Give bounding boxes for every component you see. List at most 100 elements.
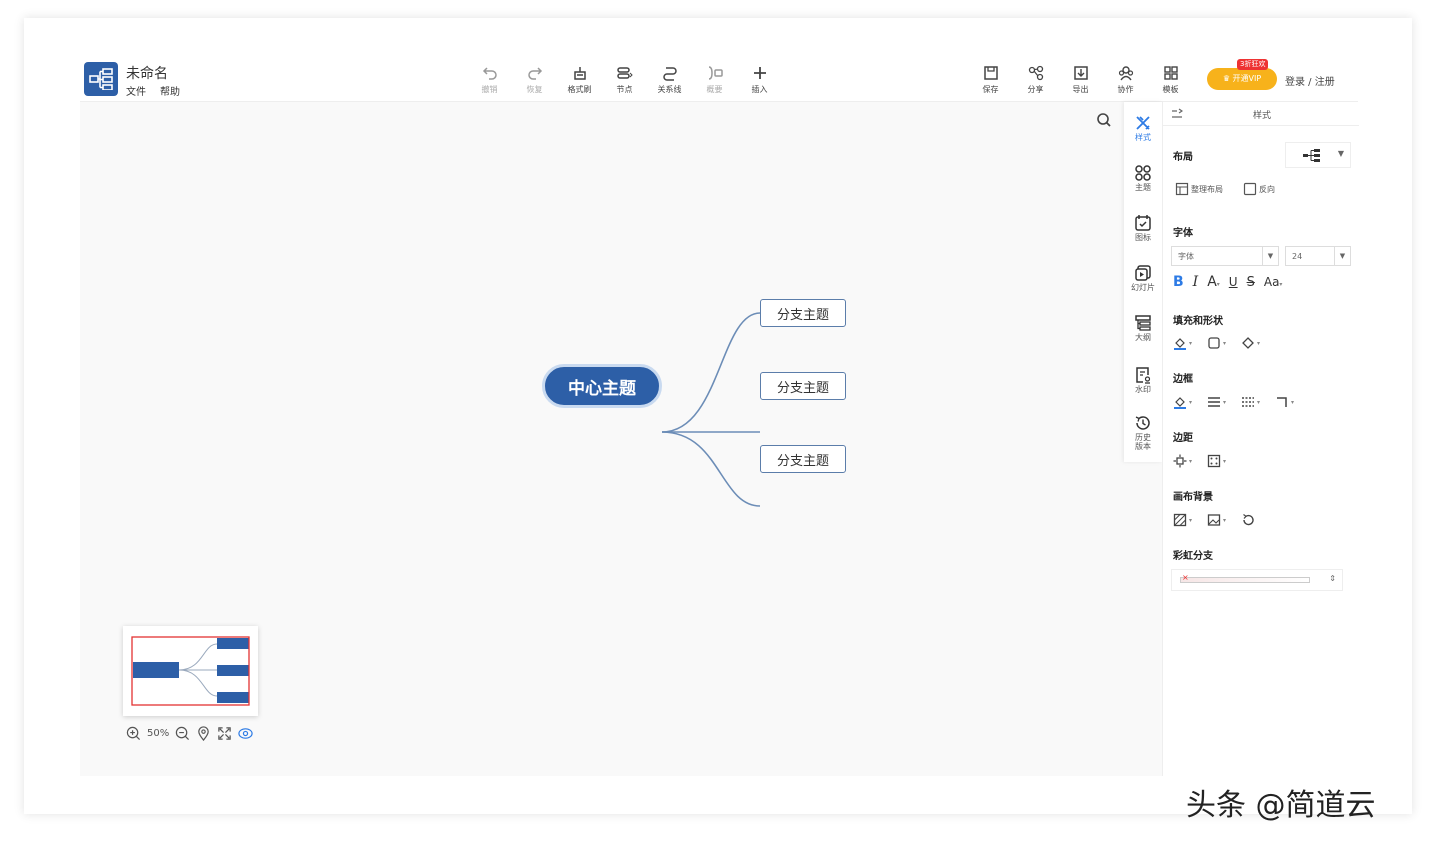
border-dash-button[interactable]: ▾ [1241,395,1260,409]
reverse-checkbox[interactable]: 反向 [1243,182,1275,196]
layout-select[interactable]: ▼ [1285,142,1351,168]
padding-button[interactable]: ▾ [1173,454,1192,468]
text-case-icon[interactable]: Aa▾ [1263,275,1283,289]
tab-theme-label: 主题 [1135,183,1151,192]
node-button[interactable]: 节点 [602,65,647,95]
format-brush-button[interactable]: 格式刷 [557,65,602,95]
tab-history[interactable]: 历史版本 [1124,414,1162,451]
line-weight-icon [1208,397,1220,407]
mindmap-app: 未命名 文件 帮助 撤销 恢复 格式刷 节点 关 [80,56,1359,776]
login-register-link[interactable]: 登录 / 注册 [1285,77,1335,88]
image-icon [1207,514,1221,526]
tab-sticker[interactable]: 图标 [1124,214,1162,242]
app-logo-icon[interactable] [84,62,118,96]
fill-color-button[interactable]: ▾ [1173,336,1192,350]
branch-topic-2[interactable]: 分支主题 [760,372,846,400]
font-color-icon[interactable]: A▾ [1207,274,1220,290]
template-button[interactable]: 模板 [1148,65,1193,95]
margin-button[interactable]: ▾ [1207,454,1226,468]
rainbow-branch-select[interactable]: × ⇕ [1171,569,1343,591]
crown-icon: ♛ [1222,74,1233,83]
rainbow-branch-title: 彩虹分支 [1173,551,1213,562]
font-size-value: 24 [1292,251,1303,261]
tab-sticker-label: 图标 [1135,233,1151,242]
central-topic[interactable]: 中心主题 [542,364,662,408]
canvas-reset-button[interactable] [1241,513,1255,527]
font-size-select[interactable]: 24 ▼ [1285,246,1351,266]
tab-slideshow[interactable]: 幻灯片 [1124,264,1162,292]
vip-button[interactable]: ♛ 开通VIP [1207,68,1277,90]
reverse-label: 反向 [1259,184,1275,194]
tab-theme[interactable]: 主题 [1124,164,1162,192]
organize-layout-button[interactable]: 整理布局 [1175,182,1223,196]
mindmap-canvas[interactable]: 中心主题 分支主题 分支主题 分支主题 50% [80,102,1162,776]
share-button[interactable]: 分享 [1013,65,1058,95]
relation-line-label: 关系线 [657,85,682,94]
rainbow-preview-bar [1180,577,1310,583]
collaborate-label: 协作 [1117,85,1134,94]
history-icon [1135,416,1150,430]
branch-topic-3[interactable]: 分支主题 [760,445,846,473]
collaborate-button[interactable]: 协作 [1103,65,1148,95]
vip-label: 开通VIP [1232,74,1262,83]
redo-button[interactable]: 恢复 [512,65,557,95]
bold-icon[interactable]: B [1173,274,1184,290]
edit-toolbar: 撤销 恢复 格式刷 节点 关系线 概要 [467,65,782,95]
share-icon [1028,65,1043,81]
export-button[interactable]: 导出 [1058,65,1103,95]
strikethrough-icon[interactable]: S [1246,274,1255,290]
main-menu: 文件 帮助 [126,83,180,98]
collapse-panel-icon[interactable] [1171,108,1183,120]
menu-help[interactable]: 帮助 [160,87,180,98]
dash-style-icon [1242,397,1254,407]
underline-icon[interactable]: U [1228,275,1238,289]
diamond-icon [1242,337,1254,349]
shape-button[interactable]: ▾ [1207,336,1226,350]
border-color-button[interactable]: ▾ [1173,395,1192,409]
undo-label: 撤销 [481,85,498,94]
menu-file[interactable]: 文件 [126,87,146,98]
font-style-row: B I A▾ U S Aa▾ [1173,274,1282,290]
locate-icon[interactable] [196,726,211,741]
relation-line-button[interactable]: 关系线 [647,65,692,95]
search-icon[interactable] [1096,112,1112,128]
minimap[interactable] [123,626,258,716]
font-family-select[interactable]: 字体 ▼ [1171,246,1279,266]
eye-icon[interactable] [238,726,253,741]
zoom-in-icon[interactable] [126,726,141,741]
fit-screen-icon[interactable] [217,726,232,741]
canvas-image-button[interactable]: ▾ [1207,513,1226,527]
undo-button[interactable]: 撤销 [467,65,512,95]
branch-topic-1[interactable]: 分支主题 [760,299,846,327]
padding-icon [1173,454,1187,468]
canvas-texture-button[interactable]: ▾ [1173,513,1192,527]
texture-icon [1173,513,1187,527]
tab-outline-label: 大纲 [1135,333,1151,342]
shape-style-button[interactable]: ▾ [1241,336,1260,350]
insert-button[interactable]: 插入 [737,65,782,95]
tab-watermark[interactable]: 水印 [1124,366,1162,394]
tab-outline[interactable]: 大纲 [1124,314,1162,342]
zoom-out-icon[interactable] [175,726,190,741]
checkbox-icon [1243,182,1257,196]
share-label: 分享 [1027,85,1044,94]
border-color-icon [1174,397,1186,409]
tab-style[interactable]: 样式 [1124,114,1162,142]
italic-icon[interactable]: I [1192,274,1199,290]
summary-button[interactable]: 概要 [692,65,737,95]
style-panel-title: 样式 [1253,111,1272,121]
minimap-preview [131,636,250,706]
border-corner-button[interactable]: ▾ [1275,395,1294,409]
style-icon [1136,116,1150,130]
redo-icon [527,67,542,80]
summary-label: 概要 [706,85,723,94]
chevron-down-icon: ▼ [1337,149,1344,158]
font-title: 字体 [1173,228,1193,239]
chevron-down-icon: ▼ [1262,247,1278,265]
fill-bucket-icon [1174,338,1186,350]
top-bar: 未命名 文件 帮助 撤销 恢复 格式刷 节点 关 [80,56,1358,102]
save-button[interactable]: 保存 [968,65,1013,95]
border-width-button[interactable]: ▾ [1207,395,1226,409]
summary-icon [708,66,723,80]
document-title[interactable]: 未命名 [126,66,168,82]
